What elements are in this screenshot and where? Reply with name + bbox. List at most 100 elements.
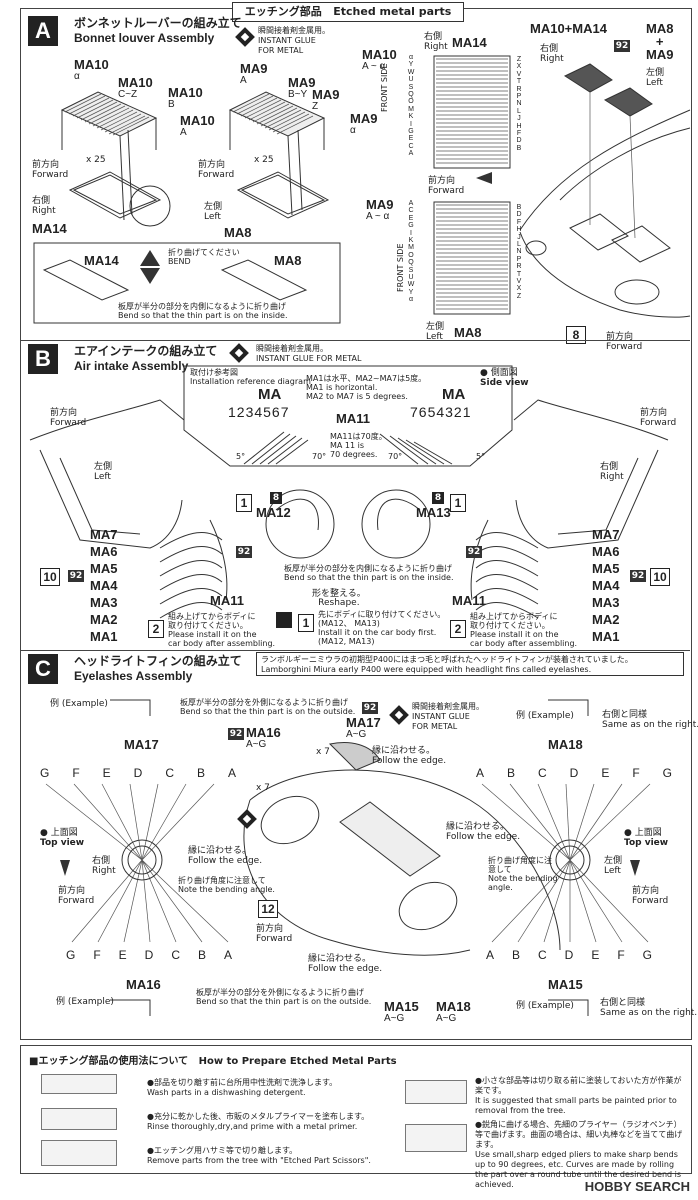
label-ma10-ma14: MA10+MA14	[530, 21, 607, 36]
page-header: エッチング部品 Etched metal parts	[232, 2, 464, 22]
strip-letter: U	[408, 274, 414, 282]
ma8-ma9-plus: +	[655, 34, 664, 49]
fin-letter: B	[507, 766, 516, 780]
ma9-alpha-sub: α	[350, 125, 356, 136]
strip-letter: K	[408, 237, 414, 245]
detail-circle	[129, 185, 171, 227]
ma18-bottom-sub: A~G	[436, 1013, 457, 1024]
label-ma11-left: MA11	[210, 593, 244, 608]
fwd3-en: Forward	[606, 342, 643, 352]
label-ma8-bend: MA8	[274, 253, 302, 268]
right-a-en: Right	[32, 206, 56, 216]
strip-letter: Y	[408, 61, 414, 69]
fwd-c-left-en: Forward	[58, 896, 95, 906]
bonnet-louver-c	[339, 801, 441, 877]
strip-letter: F	[516, 130, 522, 138]
edge3-en: Follow the edge.	[188, 856, 263, 866]
prime-illustration	[41, 1108, 117, 1130]
ref-en: Installation reference diagram	[190, 377, 311, 386]
strip-letter: M	[408, 244, 414, 252]
fin-letter: A	[476, 766, 485, 780]
edge2-en: Follow the edge.	[446, 832, 521, 842]
section-a-letter: A	[28, 16, 58, 46]
badge-92-a: 92	[614, 40, 630, 52]
edge1-en: Follow the edge.	[372, 756, 447, 766]
glue-note-c-en2: FOR METAL	[412, 722, 458, 731]
howto-item-5-jp: ●鋭角に曲げる場合、先細のプライヤー（ラジオペンチ）等で曲げます。曲面の場合は、…	[475, 1120, 683, 1149]
same-right2-en: Same as on the right.	[600, 1008, 698, 1018]
louver-panel-right	[228, 91, 326, 216]
install-right-en2: car body after assembling.	[470, 639, 578, 648]
example-label-c4: 例 (Example)	[516, 1001, 574, 1011]
ref-jp: 取付け参考図	[190, 368, 238, 377]
howto-title-en: How to Prepare Etched Metal Parts	[198, 1056, 397, 1067]
howto-item-3-jp: ●エッチング用ハサミ等で切り離します。	[147, 1146, 298, 1155]
fin-letter: C	[538, 948, 547, 962]
section-b-title-jp: エアインテークの組み立て	[74, 344, 218, 358]
strip-letter: G	[408, 128, 414, 136]
ma10-cz-sub: C~Z	[118, 89, 138, 100]
badge-92-b-right: 92	[466, 546, 482, 558]
reshape-note: 形を整える。Reshape.	[312, 590, 366, 608]
fwd-a1-en: Forward	[32, 170, 69, 180]
ma9-by-sub: B~Y	[288, 89, 308, 100]
bend-note-a-jp: 板厚が半分の部分を内側になるように折り曲げ	[118, 302, 286, 311]
section-a-title: ボンネットルーバーの組み立て Bonnet louver Assembly	[74, 16, 242, 46]
bend-note-b-jp: 板厚が半分の部分を内側になるように折り曲げ	[284, 564, 452, 573]
car-body-left-b	[29, 399, 185, 441]
ma16-top-name: MA16	[246, 725, 281, 740]
label-ma8-ma9: MA8 + MA9	[646, 22, 673, 61]
strip-letter: C	[408, 142, 414, 150]
strip-letter: Z	[516, 292, 522, 300]
fin-part-label: MA6	[90, 544, 118, 559]
install-left-jp2: 取り付けてください。	[168, 621, 248, 630]
left-b-jp: 左側	[94, 462, 113, 472]
strip-letter: H	[516, 122, 522, 130]
top-view-left-jp: ● 上面図	[40, 828, 78, 838]
same-right-jp: 右側と同様	[602, 710, 648, 720]
howto-item-1-en: Wash parts in a dishwashing detergent.	[147, 1088, 306, 1097]
ma10-alpha-name: MA10	[74, 57, 109, 72]
section-b-title-en: Air intake Assembly	[74, 359, 189, 373]
fin-letter: E	[591, 948, 600, 962]
fin-letter: E	[118, 948, 127, 962]
bend-out-en: Bend so that the thin part is on the out…	[180, 707, 356, 716]
fin-part-label: MA2	[592, 612, 620, 627]
fin-part-label: MA1	[592, 629, 620, 644]
install-left-en1: Please install it on the	[168, 630, 257, 639]
step-10-box-left: 10	[40, 568, 60, 586]
fin-letter: A	[223, 948, 232, 962]
glue-note-b: 瞬間接着剤金属用。 INSTANT GLUE FOR METAL	[256, 344, 361, 364]
ma10-a-sub: A	[180, 127, 187, 138]
label-ma17: MA17	[124, 737, 159, 752]
headlight-right-circle	[549, 839, 591, 881]
glue-note-b-en: INSTANT GLUE FOR METAL	[256, 354, 362, 363]
step-10-box-right: 10	[650, 568, 670, 586]
label-ma12: MA12	[256, 505, 291, 520]
bend-jp: 折り曲げてください	[168, 248, 240, 257]
deg-5-left: 5°	[236, 452, 246, 461]
